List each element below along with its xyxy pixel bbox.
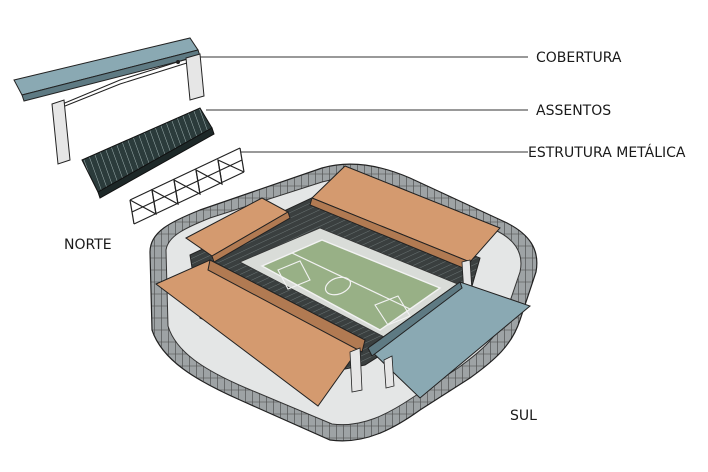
leader-lines xyxy=(200,56,528,153)
roof-component xyxy=(13,37,205,165)
steel-structure-component xyxy=(129,147,245,225)
label-cobertura: COBERTURA xyxy=(536,50,622,66)
roof-north-east xyxy=(309,165,501,295)
label-assentos: ASSENTOS xyxy=(536,103,611,119)
roof-south-west xyxy=(155,259,366,407)
seats-component xyxy=(81,107,215,199)
label-estrutura-metalica: ESTRUTURA METÁLICA xyxy=(528,144,686,161)
label-norte: NORTE xyxy=(64,237,112,253)
stadium-model xyxy=(149,163,538,442)
roof-south-east xyxy=(367,281,532,399)
label-sul: SUL xyxy=(510,408,537,424)
roof-north-west xyxy=(185,197,291,263)
football-pitch xyxy=(260,239,442,331)
